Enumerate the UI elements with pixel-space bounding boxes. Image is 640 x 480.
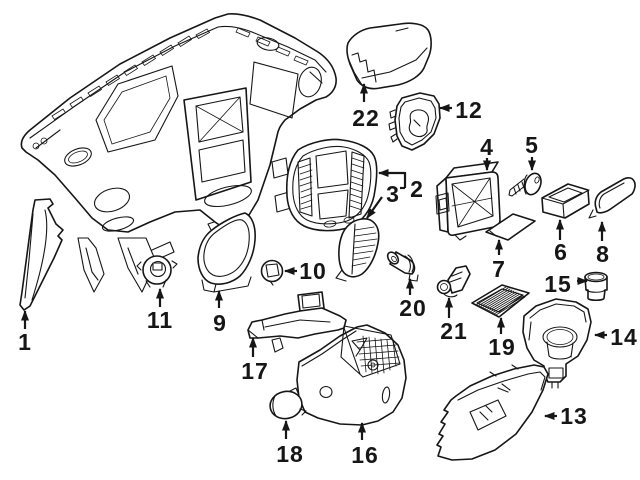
callout-2: 2 [378,169,424,202]
callout-number-1: 1 [18,329,32,355]
callout-22: 22 [352,83,380,131]
callout-number-17: 17 [241,358,269,384]
callout-7: 7 [492,239,506,282]
callout-number-4: 4 [480,134,494,160]
callout-number-19: 19 [488,334,516,360]
callout-18: 18 [276,420,304,467]
part-2-center-bezel-drawing [271,138,378,232]
callout-9: 9 [213,290,227,336]
callout-13: 13 [544,403,588,429]
part-10-grommet-drawing [260,259,284,286]
callout-number-11: 11 [147,307,173,333]
callout-number-16: 16 [351,442,379,468]
callout-6: 6 [554,219,568,265]
callout-21: 21 [440,297,468,344]
callout-number-21: 21 [440,318,468,344]
callout-3: 3 [366,181,400,219]
callout-number-10: 10 [299,258,327,284]
callout-number-3: 3 [386,181,400,207]
callout-arrow-3 [366,196,383,219]
part-1-pillar-trim-drawing [19,198,64,311]
part-18-oval-cap-drawing [269,387,307,420]
callout-number-13: 13 [560,403,588,429]
part-9-cluster-hood-drawing [197,212,256,293]
callout-15: 15 [544,271,588,297]
top-speaker-opening [256,37,280,51]
part-6-tray-drawing [541,183,590,219]
callout-17: 17 [241,337,269,384]
callout-number-9: 9 [213,310,227,336]
callout-5: 5 [525,132,539,171]
part-11-knob-drawing [136,255,178,288]
callout-number-12: 12 [455,97,483,123]
callout-number-22: 22 [352,105,380,131]
callout-8: 8 [596,221,610,267]
callout-number-14: 14 [610,324,638,350]
part-21-sensor-switch-drawing [436,265,471,298]
callout-number-20: 20 [399,295,427,321]
right-end-vent-opening [298,66,322,98]
callout-4: 4 [480,134,494,171]
callout-number-18: 18 [276,441,304,467]
callout-number-15: 15 [544,271,572,297]
part-8-lid-drawing [588,177,636,219]
left-vent-opening [64,147,92,167]
callout-number-7: 7 [492,256,506,282]
callout-12: 12 [439,97,483,123]
callout-11: 11 [147,288,173,333]
callout-16: 16 [351,422,379,468]
part-7-pad-sheet-drawing [485,213,536,241]
callout-14: 14 [594,324,638,350]
callout-number-8: 8 [596,241,610,267]
callout-1: 1 [18,310,32,355]
callout-19: 19 [488,317,516,360]
part-19-mat-drawing [471,284,530,318]
part-16-lower-cover-drawing [296,324,407,426]
lower-dash-fragment-left [77,237,105,293]
part-5-fastener-drawing [508,172,542,197]
part-20-sensor-drawing [386,251,419,282]
part-14-cupholder-section-drawing [522,298,592,389]
steering-column-opening [93,187,131,213]
callout-number-2: 2 [410,176,424,202]
part-15-cup-insert-drawing [584,271,608,302]
part-3-vent-louver-drawing [335,218,380,282]
part-4-vent-assembly-drawing [435,161,501,241]
callout-10: 10 [284,258,327,284]
part-13-console-body-drawing [436,364,549,461]
callout-20: 20 [399,278,427,321]
callout-number-6: 6 [554,239,568,265]
part-dashboard-drawing [20,13,337,293]
part-22-storage-lid-drawing [346,22,432,90]
center-stack-opening [183,87,252,201]
part-12-bracket-panel-drawing [388,92,441,151]
part-17-air-duct-drawing [247,291,347,353]
defroster-slots [51,27,309,121]
glovebox-opening [249,61,299,119]
cluster-opening [95,65,179,153]
callout-number-5: 5 [525,132,539,158]
